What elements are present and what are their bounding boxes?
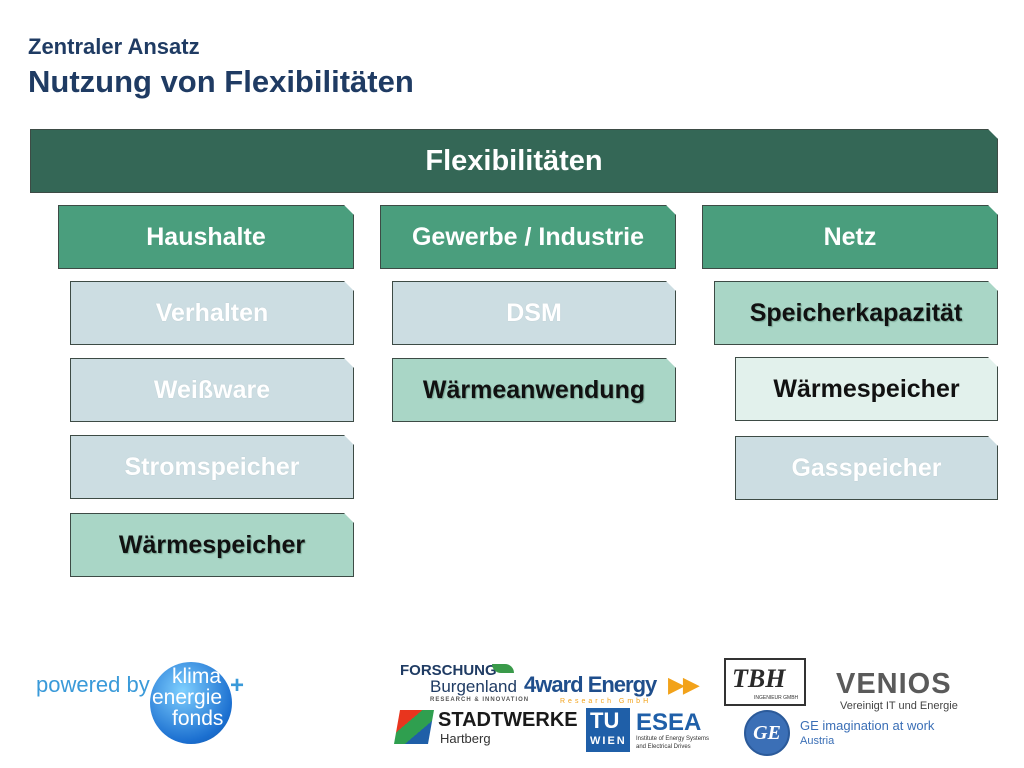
- item-speicherkapazitaet: Speicherkapazität: [714, 281, 998, 345]
- ge-country-text: Austria: [800, 735, 835, 747]
- klima-energie-fonds-icon: [150, 662, 232, 744]
- category-haushalte: Haushalte: [58, 205, 354, 269]
- 4ward-arrows-icon: ▶▶: [668, 672, 700, 697]
- item-weissware: Weißware: [70, 358, 354, 422]
- item-waermespeicher-haushalte: Wärmespeicher: [70, 513, 354, 577]
- item-dsm: DSM: [392, 281, 676, 345]
- flexibilitaeten-banner: Flexibilitäten: [30, 129, 998, 193]
- ge-monogram-text: GE: [753, 721, 781, 744]
- item-waermeanwendung: Wärmeanwendung: [392, 358, 676, 422]
- tbh-logo: TBH INGENIEUR GMBH: [724, 658, 806, 706]
- forschung-text: FORSCHUNG: [400, 662, 497, 679]
- page-title: Nutzung von Flexibilitäten: [28, 64, 414, 99]
- 4ward-tagline: Research GmbH: [560, 698, 652, 705]
- item-verhalten: Verhalten: [70, 281, 354, 345]
- category-netz: Netz: [702, 205, 998, 269]
- esea-text: ESEA: [636, 709, 702, 736]
- venios-tagline: Vereinigt IT und Energie: [840, 700, 958, 712]
- tu-wien-icon: [586, 708, 630, 752]
- tbh-tagline: INGENIEUR GMBH: [754, 695, 799, 701]
- category-gewerbe-industrie: Gewerbe / Industrie: [380, 205, 676, 269]
- wien-text: WIEN: [590, 735, 627, 747]
- item-waermespeicher-netz: Wärmespeicher: [735, 357, 998, 421]
- fonds-text: fonds: [172, 707, 224, 730]
- venios-text: VENIOS: [836, 668, 952, 700]
- tbh-text: TBH: [732, 664, 786, 693]
- klima-text: klima: [172, 665, 222, 688]
- energie-text: energie: [152, 686, 223, 709]
- powered-by-text: powered by: [36, 672, 150, 697]
- stadtwerke-icon: [394, 710, 434, 744]
- page-subtitle: Zentraler Ansatz: [28, 34, 200, 59]
- plus-text: +: [230, 672, 245, 699]
- 4ward-energy-text: 4ward Energy: [524, 672, 657, 697]
- hartberg-text: Hartberg: [440, 731, 491, 746]
- stadtwerke-text: STADTWERKE: [438, 709, 578, 731]
- tu-text: TU: [590, 708, 620, 733]
- ge-slogan-text: GE imagination at work: [800, 718, 935, 733]
- item-stromspeicher: Stromspeicher: [70, 435, 354, 499]
- forschung-leaf-icon: [492, 664, 514, 673]
- forschung-tagline: RESEARCH & INNOVATION: [430, 697, 530, 703]
- ge-monogram-icon: GE: [744, 710, 790, 756]
- item-gasspeicher: Gasspeicher: [735, 436, 998, 500]
- esea-tagline-2: and Electrical Drives: [636, 744, 691, 750]
- burgenland-text: Burgenland: [430, 677, 517, 696]
- esea-tagline-1: Institute of Energy Systems: [636, 736, 710, 742]
